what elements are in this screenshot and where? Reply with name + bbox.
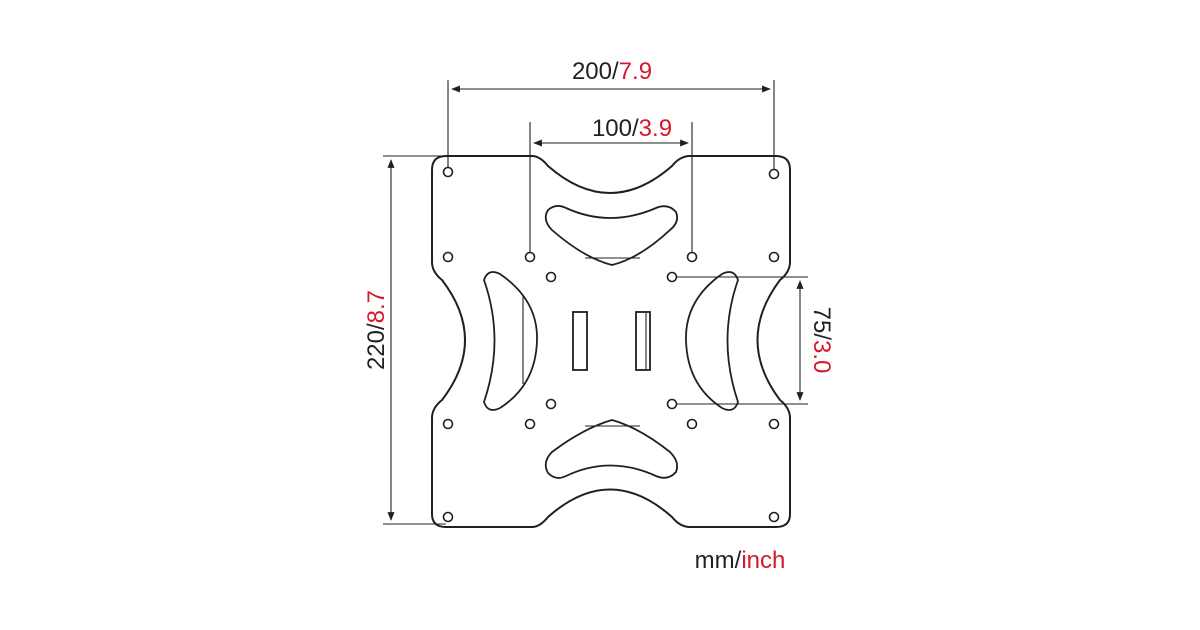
hole [686, 418, 698, 430]
mounting-holes [442, 166, 780, 523]
inner-width-label: 100/3.9 [592, 115, 672, 142]
height-label: 220/8.7 [363, 290, 390, 370]
hole [545, 398, 557, 410]
center-slot-left [572, 311, 588, 371]
inner-height-label: 75/3.0 [808, 307, 835, 374]
hole [524, 251, 536, 263]
outer-width-label: 200/7.9 [572, 58, 652, 85]
bottom-slot [544, 419, 679, 479]
top-slot [544, 205, 679, 266]
hole [545, 271, 557, 283]
hole [768, 168, 780, 180]
hole [686, 251, 698, 263]
hole [442, 511, 454, 523]
right-slot [685, 271, 739, 411]
left-slot [483, 271, 538, 411]
hole [768, 251, 780, 263]
hole [524, 418, 536, 430]
hole [768, 418, 780, 430]
dimension-inner-width: 100/3.9 [529, 115, 693, 253]
dimension-inner-height: 75/3.0 [676, 276, 835, 405]
hole [442, 251, 454, 263]
hole [666, 398, 678, 410]
center-slot-right [635, 311, 651, 371]
hole [768, 511, 780, 523]
mounting-plate [431, 155, 791, 528]
units-legend: mm/inch [695, 547, 786, 574]
hole [442, 166, 454, 178]
dimension-outer-width: 200/7.9 [447, 58, 775, 170]
dimension-height: 220/8.7 [363, 155, 446, 525]
hole [442, 418, 454, 430]
hole [666, 271, 678, 283]
